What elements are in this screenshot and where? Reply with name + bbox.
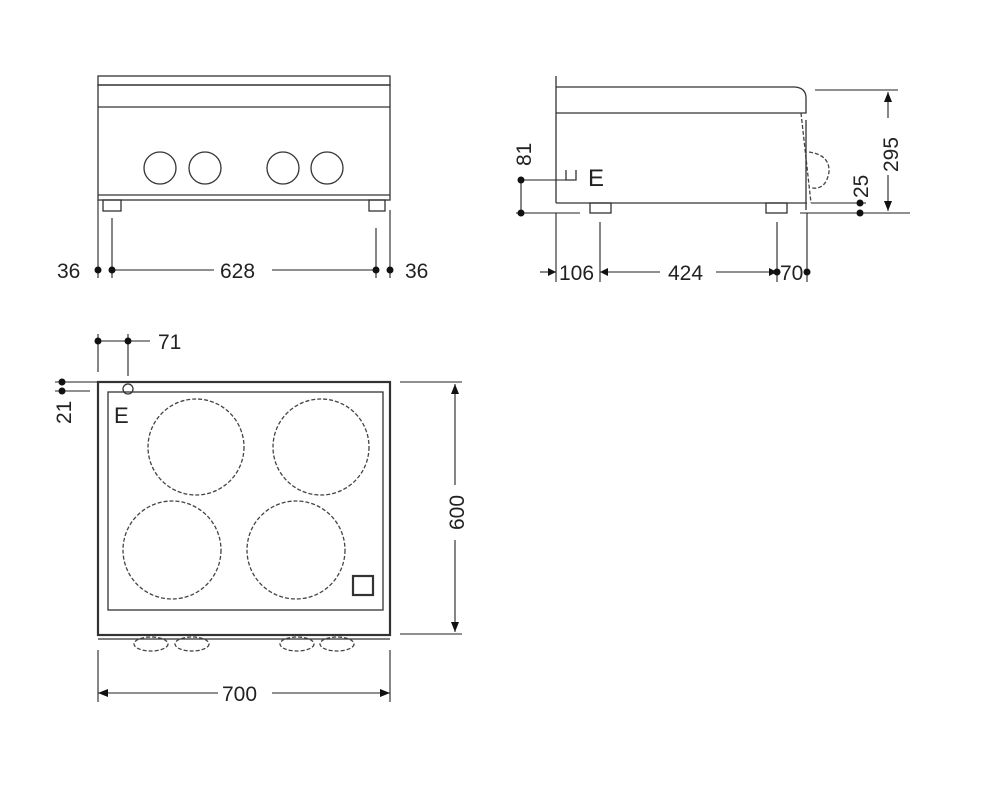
hotplate-front-left <box>122 500 222 600</box>
foot-left <box>102 199 122 212</box>
side-top <box>556 86 807 114</box>
knob-bumps <box>133 636 355 652</box>
dim-295: 295 <box>880 137 903 172</box>
top-marker-e: E <box>114 403 129 428</box>
connection-point <box>122 383 134 395</box>
hotplate-rear-left <box>147 398 245 496</box>
dim-foot-span: 628 <box>220 260 255 283</box>
side-marker-e: E <box>588 165 604 192</box>
dim-21: 21 <box>53 401 76 424</box>
knob-4 <box>310 151 344 185</box>
hotplate-front-right <box>246 500 346 600</box>
side-foot-front <box>589 202 612 214</box>
dim-106: 106 <box>559 262 594 285</box>
dim-25: 25 <box>850 175 873 198</box>
dim-71: 71 <box>158 331 181 354</box>
top-view: E 71 21 600 700 <box>53 331 469 706</box>
top-cooking-surface <box>107 391 384 611</box>
knob-1 <box>143 151 177 185</box>
dim-424: 424 <box>668 262 703 285</box>
side-knob <box>808 151 830 189</box>
foot-right <box>368 199 386 212</box>
side-view: E 81 295 25 106 424 70 <box>513 76 910 285</box>
front-view: 36 628 36 <box>57 75 428 283</box>
dim-81: 81 <box>513 143 536 166</box>
hotplate-rear-right <box>272 398 370 496</box>
side-foot-rear <box>765 202 788 214</box>
dim-left-offset: 36 <box>57 260 80 283</box>
dim-70: 70 <box>780 262 803 285</box>
knob-3 <box>266 151 300 185</box>
dim-600: 600 <box>446 495 469 530</box>
front-top-rim <box>97 75 391 86</box>
dim-right-offset: 36 <box>405 260 428 283</box>
dim-700: 700 <box>222 683 257 706</box>
knob-2 <box>188 151 222 185</box>
front-body <box>97 84 391 201</box>
indicator-square <box>351 574 375 597</box>
top-outer-frame <box>96 380 392 637</box>
